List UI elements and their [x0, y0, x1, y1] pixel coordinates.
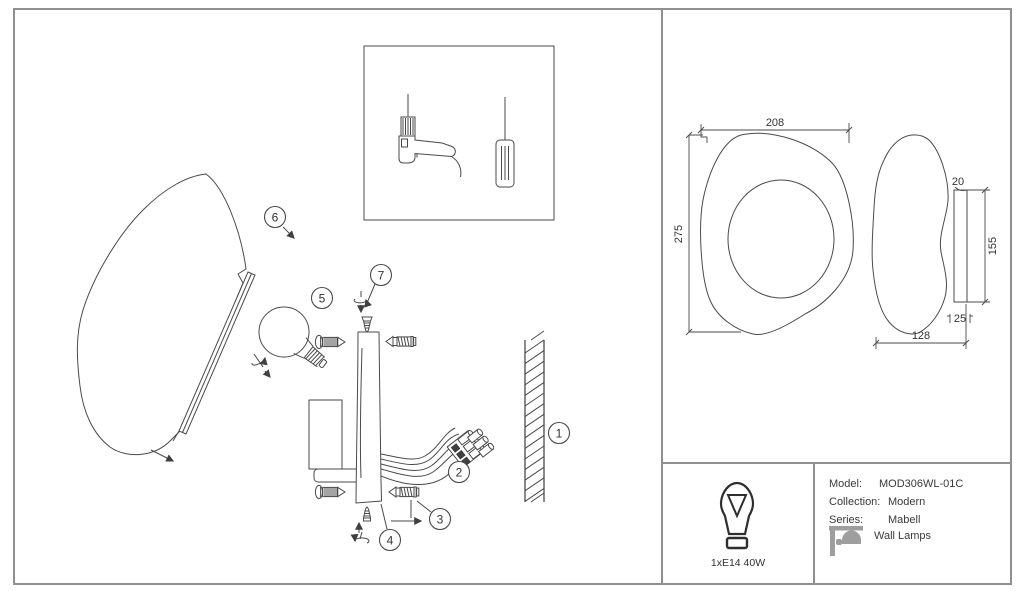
- series-label: Series:: [829, 514, 864, 526]
- dim-128-label: 128: [912, 330, 930, 342]
- rotate-icon: [251, 353, 268, 368]
- dim-front-width: 208: [697, 117, 853, 143]
- callout-7-number: 7: [378, 269, 385, 283]
- assembly-panel: 6 5: [13, 8, 663, 585]
- callout-3-number: 3: [437, 513, 444, 527]
- callout-terminal-block: 2: [447, 458, 471, 484]
- dim-front-height: 275: [673, 131, 741, 336]
- callout-shade: 6: [263, 205, 295, 239]
- collection-label: Collection:: [829, 496, 881, 508]
- back-plate: [953, 189, 968, 303]
- dim-25-label: 25: [954, 313, 966, 325]
- fixing-screw-bottom: [363, 506, 371, 522]
- bulb-spec-cell: 1xE14 40W: [663, 464, 813, 585]
- callout-2-number: 2: [456, 466, 463, 480]
- side-view: [871, 134, 968, 335]
- callout-screw: 7: [366, 263, 393, 304]
- bulb-spec-label: 1xE14 40W: [711, 557, 765, 569]
- wall-hatch: [524, 330, 545, 503]
- lamp-shade: [76, 173, 256, 456]
- callout-4-number: 4: [387, 534, 394, 548]
- dim-plate-bottom: 25: [947, 313, 973, 325]
- dim-side-depth: 20: [952, 176, 968, 192]
- dim-20-label: 20: [952, 176, 964, 188]
- callout-wall: 1: [547, 421, 571, 445]
- collection-value: Modern: [888, 496, 926, 508]
- dimensions-panel: 208 275 20 155: [661, 8, 1012, 585]
- light-bulb: [258, 306, 328, 368]
- screwdriver-icon: [495, 97, 515, 188]
- dim-208-label: 208: [766, 117, 784, 129]
- rotate-icon: [350, 531, 370, 544]
- rotate-icon: [353, 291, 372, 308]
- assembly-drawing: 6 5: [76, 45, 571, 552]
- info-cell-divider: [813, 464, 815, 583]
- series-value: Mabell: [888, 514, 921, 526]
- terminal-block: [446, 428, 495, 469]
- model-label: Model:: [829, 478, 863, 490]
- drill-icon: [398, 94, 462, 178]
- model-spec-cell: Model: MOD306WL-01C Collection: Modern S…: [815, 464, 1010, 585]
- junction-box: [308, 399, 343, 470]
- front-view: [700, 132, 854, 336]
- info-divider: [663, 462, 1010, 464]
- tools-inset-box: [363, 45, 555, 221]
- category-value: Wall Lamps: [874, 530, 932, 542]
- dim-side-width: 128: [872, 304, 970, 349]
- bulb-icon: 1xE14 40W: [711, 481, 765, 569]
- callout-mounting-plate: 4: [378, 503, 402, 552]
- callout-wall-anchor: 3: [410, 500, 452, 531]
- shade-direction-arrow: [150, 449, 175, 462]
- callout-5-number: 5: [319, 292, 326, 306]
- bulb-direction-arrow: [262, 369, 271, 378]
- fixing-screw-top: [361, 316, 373, 333]
- callout-1-number: 1: [556, 427, 563, 441]
- dimension-drawing: 208 275 20 155: [673, 117, 999, 349]
- callout-bulb: 5: [310, 286, 334, 310]
- model-value: MOD306WL-01C: [879, 478, 964, 490]
- mounting-plate: [355, 331, 383, 504]
- wall-lamp-icon: [829, 526, 863, 556]
- callout-6-number: 6: [272, 211, 279, 225]
- dim-155-label: 155: [987, 237, 999, 255]
- dim-275-label: 275: [673, 225, 685, 243]
- dim-plate-height: 155: [967, 186, 999, 306]
